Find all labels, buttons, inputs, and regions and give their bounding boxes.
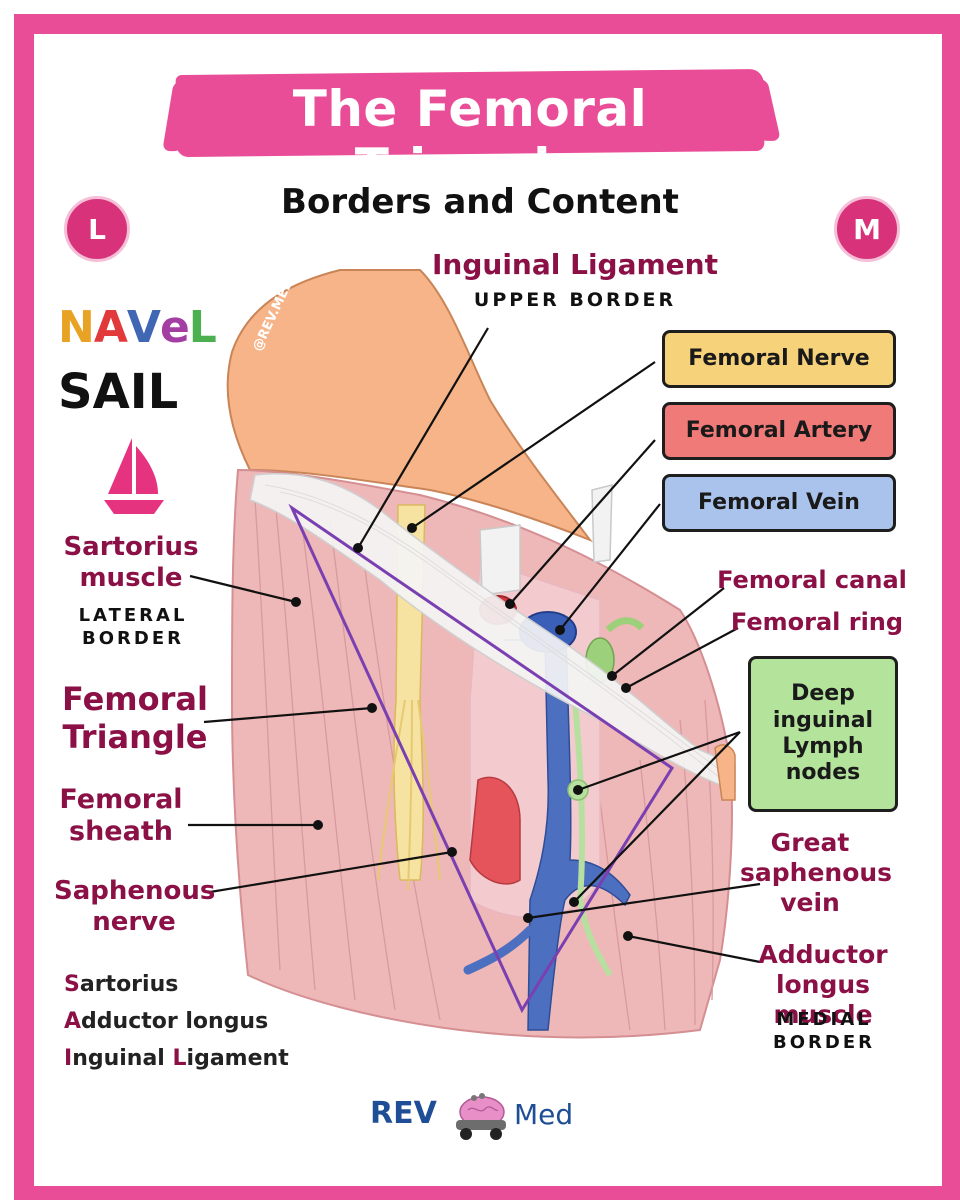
femoral-canal-label: Femoral canal xyxy=(717,566,907,594)
lymph-line1: Deep xyxy=(791,681,855,707)
leader-dots xyxy=(291,523,633,941)
femoral-vein-shape xyxy=(505,639,631,1031)
page-subtitle: Borders and Content xyxy=(281,182,679,222)
borders-mnemonic-list: Sartorius Adductor longus Inguinal Ligam… xyxy=(64,966,289,1077)
inguinal-word: nguinal xyxy=(442,248,571,281)
medial-badge: M xyxy=(834,196,900,262)
lateral-badge: L xyxy=(64,196,130,262)
femoral-nerve-box: Femoral Nerve xyxy=(662,330,896,388)
great-saphenous-vein-label: Great saphenous vein xyxy=(740,828,893,918)
lymph-vessel-shape xyxy=(572,699,613,977)
triangle-outline xyxy=(288,503,675,1014)
brand-rev-text: REV xyxy=(370,1096,437,1131)
ligament-fibers xyxy=(264,484,721,779)
vein-tributary-left xyxy=(463,925,535,975)
lymph-line2: inguinal xyxy=(772,707,874,733)
navel-mnemonic: NAVeL xyxy=(58,302,217,353)
navel-letter-v: V xyxy=(126,302,161,353)
gsv-line3: vein xyxy=(780,888,840,917)
medial-word: MEDIAL xyxy=(776,1009,872,1030)
femoral-sheath-line1: Femoral xyxy=(59,784,183,815)
navel-letter-a: A xyxy=(93,302,128,353)
navel-letter-l: L xyxy=(188,302,217,353)
adductor-line1: Adductor xyxy=(758,940,888,969)
adductor-line2: longus muscle xyxy=(773,970,873,1029)
saphenous-nerve-label: Saphenous nerve xyxy=(54,876,216,938)
saphenous-nerve-line2: nerve xyxy=(92,907,176,938)
brand-med-text: Med xyxy=(514,1098,574,1131)
sailboat-icon xyxy=(104,438,164,514)
femoral-triangle-line1: Femoral xyxy=(62,680,208,718)
navel-letter-n: N xyxy=(58,302,95,353)
external-iliac-stump xyxy=(591,484,613,563)
femoral-vein-box: Femoral Vein xyxy=(662,474,896,532)
lateral-word: LATERAL xyxy=(78,605,188,626)
femoral-artery-box: Femoral Artery xyxy=(662,402,896,460)
mnemonic-adductor: Adductor longus xyxy=(64,1009,269,1034)
femoral-triangle-line2: Triangle xyxy=(62,718,208,757)
sartorius-line1: Sartorius xyxy=(63,532,199,562)
revmed-logo: REV Med xyxy=(364,1092,604,1142)
sartorius-label: Sartorius muscle xyxy=(56,532,206,594)
lateral-border-word: BORDER xyxy=(82,628,184,650)
sail-mnemonic: SAIL xyxy=(58,364,179,420)
femoral-sheath-line2: sheath xyxy=(69,816,173,848)
ligament-initial: L xyxy=(570,248,588,281)
brain-car-icon xyxy=(456,1093,506,1140)
vessel-stumps xyxy=(479,524,521,596)
lymph-line3: Lymph xyxy=(782,734,864,759)
navel-letter-e: e xyxy=(159,302,190,353)
sartorius-line2: muscle xyxy=(79,563,183,594)
femoral-sheath-label: Femoral sheath xyxy=(56,784,186,849)
canal-branch xyxy=(605,617,645,633)
gsv-line2: saphenous xyxy=(740,858,893,887)
medial-border-word: BORDER xyxy=(773,1032,875,1054)
nerve-branches xyxy=(377,699,441,891)
muscle-fibers xyxy=(254,499,714,1031)
leader-lines xyxy=(188,327,761,964)
medial-border-label: MEDIAL BORDER xyxy=(740,1008,908,1055)
ligament-word: igament xyxy=(587,248,718,281)
adductor-longus-label: Adductor longus muscle xyxy=(730,940,916,1030)
gsv-line1: Great xyxy=(770,828,850,857)
femoral-artery-shape xyxy=(469,776,521,885)
saphenous-nerve-line1: Saphenous xyxy=(54,876,216,906)
lymph-line4: nodes xyxy=(785,760,861,786)
inguinal-initial: I xyxy=(432,248,443,281)
upper-border-label: UPPER BORDER xyxy=(473,289,677,311)
lateral-border-label: LATERAL BORDER xyxy=(58,604,208,651)
mnemonic-inguinal: Inguinal Ligament xyxy=(64,1046,289,1071)
pubic-tubercle xyxy=(714,744,736,801)
femoral-triangle-label: Femoral Triangle xyxy=(50,680,220,757)
page-title: The Femoral Triangle xyxy=(292,80,648,196)
lymph-nodes-box: Deep inguinal Lymph nodes xyxy=(748,656,898,812)
femoral-ring-label: Femoral ring xyxy=(730,608,904,636)
mnemonic-sartorius: Sartorius xyxy=(64,972,179,997)
inguinal-ligament-label: Inguinal Ligament xyxy=(430,248,720,282)
